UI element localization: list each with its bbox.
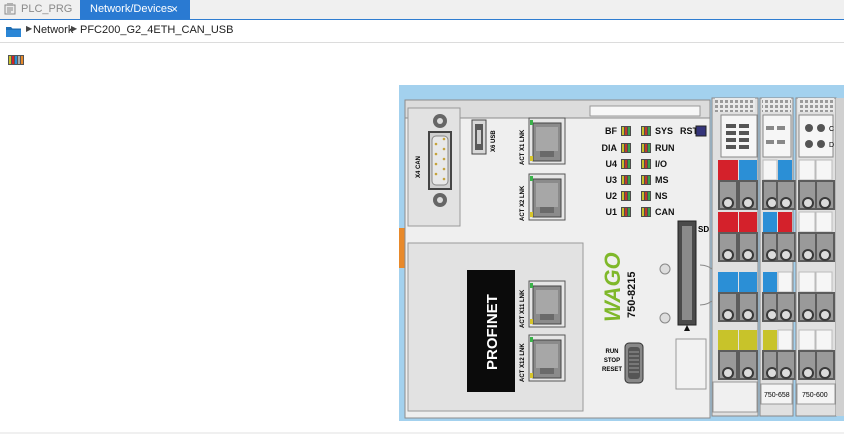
tab-plc-prg[interactable]: PLC_PRG bbox=[0, 0, 80, 19]
module-tool-icon[interactable] bbox=[8, 55, 24, 65]
module-750-658[interactable]: 750-658 bbox=[759, 97, 796, 417]
breadcrumb-item-device[interactable]: PFC200_G2_4ETH_CAN_USB bbox=[80, 24, 234, 36]
switch-label-run: RUN bbox=[606, 349, 619, 355]
ethernet-port-x2[interactable] bbox=[528, 173, 566, 221]
led-label-sys: SYS bbox=[655, 126, 673, 136]
tab-label: Network/Devices bbox=[90, 3, 173, 15]
usb-port-x6[interactable] bbox=[471, 119, 487, 155]
led-label-ms: MS bbox=[655, 175, 669, 185]
module-label: 750-600 bbox=[802, 392, 828, 399]
led-label-ns: NS bbox=[655, 191, 668, 201]
editor-tab-bar: PLC_PRG Network/Devices × bbox=[0, 0, 844, 20]
port-label: ACT X12 LNK bbox=[520, 343, 526, 382]
can-port-x4[interactable] bbox=[428, 114, 452, 207]
run-stop-reset-switch[interactable] bbox=[624, 342, 644, 384]
module-label: 750-658 bbox=[764, 392, 790, 399]
port-label: ACT X2 LNK bbox=[520, 185, 526, 221]
led-label-io: I/O bbox=[655, 159, 667, 169]
tab-label: PLC_PRG bbox=[21, 3, 73, 15]
chevron-right-icon: ▶ bbox=[71, 24, 78, 33]
status-leds bbox=[621, 126, 651, 217]
reset-button[interactable] bbox=[695, 125, 707, 137]
can-port-label: X4 CAN bbox=[416, 156, 422, 178]
usb-port-label: X6 USB bbox=[491, 130, 497, 152]
port-label: ACT X1 LNK bbox=[520, 129, 526, 165]
terminal-letter-c: C bbox=[829, 126, 834, 133]
led-label-u4: U4 bbox=[605, 159, 617, 169]
profinet-label: PROFINET bbox=[484, 294, 501, 370]
breadcrumb-item-network[interactable]: Network bbox=[33, 24, 74, 36]
breadcrumb: ▶ Network ▶ PFC200_G2_4ETH_CAN_USB bbox=[0, 20, 844, 43]
ethernet-port-x12[interactable] bbox=[528, 334, 566, 382]
close-icon[interactable]: × bbox=[171, 2, 179, 16]
controller-750-8215[interactable]: X4 CAN X6 USB ACT X1 LNK ACT X2 LNK ACT … bbox=[404, 99, 721, 419]
led-label-u2: U2 bbox=[605, 191, 617, 201]
program-icon bbox=[4, 3, 16, 15]
controller-terminal-block[interactable] bbox=[711, 97, 759, 417]
ethernet-port-x11[interactable] bbox=[528, 280, 566, 328]
ethernet-port-x1[interactable] bbox=[528, 117, 566, 165]
switch-label-stop: STOP bbox=[604, 358, 620, 364]
chevron-right-icon: ▶ bbox=[26, 24, 33, 33]
profinet-plate bbox=[467, 270, 515, 392]
folder-icon[interactable] bbox=[6, 26, 21, 37]
led-label-u3: U3 bbox=[605, 175, 617, 185]
tab-network-devices[interactable]: Network/Devices × bbox=[80, 0, 190, 19]
led-label-bf: BF bbox=[605, 126, 617, 136]
sd-card-slot[interactable] bbox=[677, 220, 697, 331]
terminal-letter-d: D bbox=[829, 142, 834, 149]
port-label: ACT X11 LNK bbox=[520, 289, 526, 328]
led-label-dia: DIA bbox=[602, 143, 618, 153]
sd-label: SD bbox=[698, 225, 709, 234]
module-750-600[interactable]: C D 750-600 bbox=[795, 97, 837, 417]
led-label-can: CAN bbox=[655, 207, 675, 217]
rst-label: RST bbox=[680, 126, 699, 136]
led-label-u1: U1 bbox=[605, 207, 617, 217]
led-label-run: RUN bbox=[655, 143, 675, 153]
brand-logo: WAGO bbox=[600, 252, 625, 322]
switch-label-reset: RESET bbox=[602, 367, 622, 373]
model-label: 750-8215 bbox=[626, 272, 638, 319]
